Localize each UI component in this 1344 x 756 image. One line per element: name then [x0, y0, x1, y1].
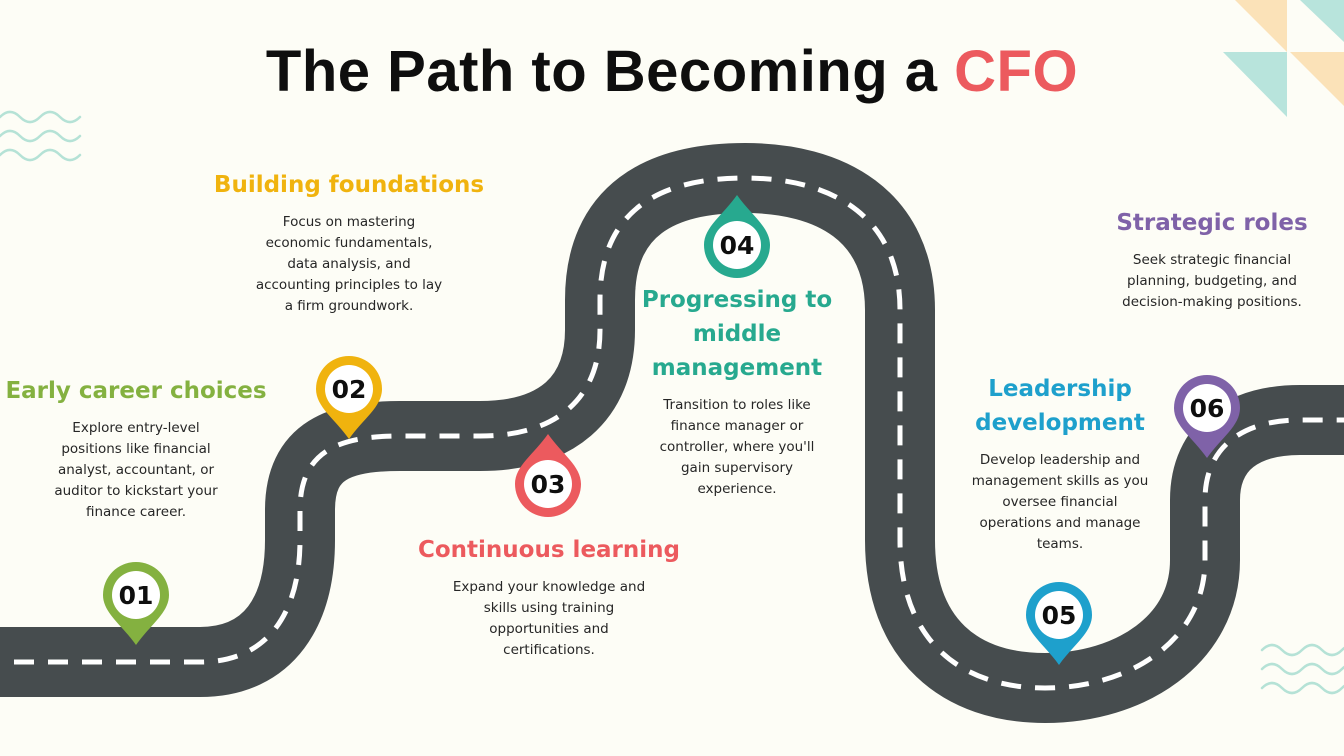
step-description: Expand your knowledge and skills using t… [452, 579, 646, 658]
step-number: 03 [531, 470, 566, 499]
step-description: Transition to roles like finance manager… [659, 397, 815, 497]
step-05-pin-icon: 05 [1026, 582, 1092, 665]
step-01-pin-icon: 01 [103, 562, 169, 645]
step-description: Focus on mastering economic fundamentals… [255, 214, 443, 314]
title-prefix: The Path to Becoming a [265, 39, 955, 104]
step-description: Develop leadership and management skills… [971, 452, 1149, 552]
title-accent: CFO [954, 39, 1079, 104]
wave-decoration-right [1260, 643, 1344, 695]
step-06-pin-icon: 06 [1174, 375, 1240, 458]
step-heading: Strategic roles [1116, 210, 1308, 236]
markers-layer: 01 02 03 04 05 06 [103, 195, 1240, 665]
wave-decoration-left [0, 110, 82, 162]
step-number: 06 [1190, 394, 1225, 423]
step-description: Seek strategic financial planning, budge… [1122, 252, 1302, 310]
step-03-pin-icon: 03 [515, 434, 581, 517]
step-number: 02 [332, 375, 367, 404]
step-04-pin-icon: 04 [704, 195, 770, 278]
step-number: 04 [720, 231, 755, 260]
step-number: 01 [119, 581, 154, 610]
step-heading: Continuous learning [418, 537, 680, 563]
step-heading: Early career choices [5, 378, 267, 404]
step-heading: Leadership development [975, 376, 1145, 436]
road-center-dashes [0, 175, 1344, 691]
winding-road [0, 143, 1344, 723]
step-description: Explore entry-level positions like finan… [54, 420, 218, 520]
step-heading: Building foundations [213, 172, 485, 198]
page-title: The Path to Becoming a CFO [0, 38, 1344, 105]
step-heading: Progressing to middle management [641, 287, 833, 381]
step-number: 05 [1042, 601, 1077, 630]
step-02-pin-icon: 02 [316, 356, 382, 439]
corner-triangles-decoration [1223, 0, 1344, 117]
